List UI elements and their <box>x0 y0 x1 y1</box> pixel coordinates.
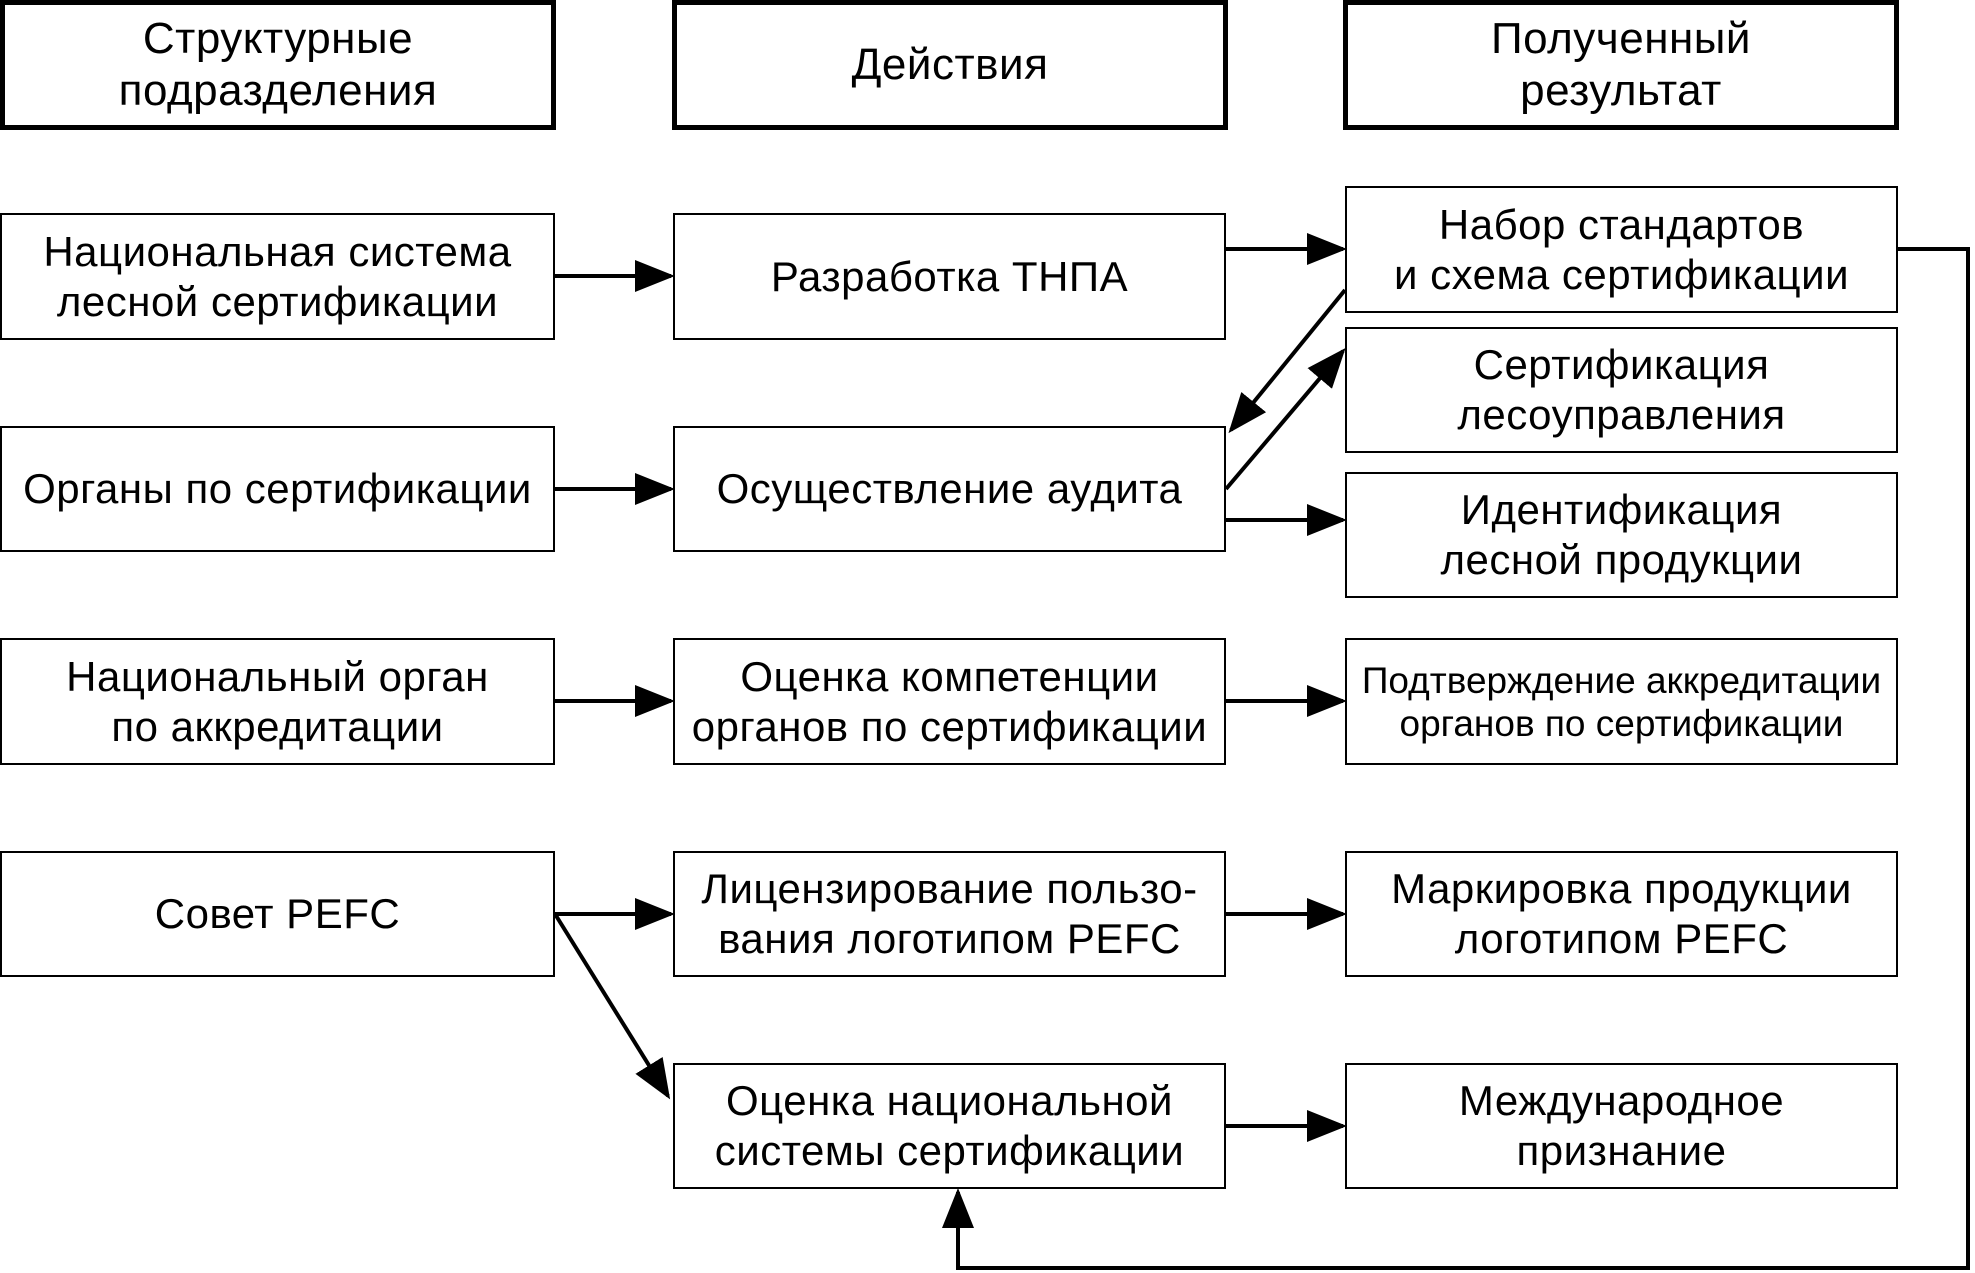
result-product-identification: Идентификация лесной продукции <box>1345 472 1898 598</box>
header-actions: Действия <box>672 0 1228 130</box>
arrow-pefc-to-system-assessment <box>553 912 671 1100</box>
unit-accreditation-body: Национальный орган по аккредитации <box>0 638 555 765</box>
result-international-recognition: Международное признание <box>1345 1063 1898 1189</box>
result-logo-marking: Маркировка продукции логотипом PEFC <box>1345 851 1898 977</box>
unit-national-system: Национальная система лесной сертификации <box>0 213 555 340</box>
unit-pefc-council: Совет PEFC <box>0 851 555 977</box>
arrow-audit-to-forest-cert <box>1224 347 1346 491</box>
action-audit: Осуществление аудита <box>673 426 1226 552</box>
action-national-system-assessment: Оценка национальной системы сертификации <box>673 1063 1226 1189</box>
arrow-standards-feedback-to-system-assessment <box>942 247 1970 1270</box>
action-tnpa-development: Разработка ТНПА <box>673 213 1226 340</box>
result-accreditation-confirmation: Подтверждение аккредитации органов по се… <box>1345 638 1898 765</box>
unit-certification-bodies: Органы по сертификации <box>0 426 555 552</box>
action-competence-assessment: Оценка компетенции органов по сертификац… <box>673 638 1226 765</box>
arrow-standards-to-audit <box>1228 288 1347 434</box>
result-forest-management-cert: Сертификация лесоуправления <box>1345 327 1898 453</box>
result-standards-scheme: Набор стандартов и схема сертификации <box>1345 186 1898 313</box>
header-results: Полученный результат <box>1343 0 1899 130</box>
header-structural-units: Структурные подразделения <box>0 0 556 130</box>
action-logo-licensing: Лицензирование пользо- вания логотипом P… <box>673 851 1226 977</box>
